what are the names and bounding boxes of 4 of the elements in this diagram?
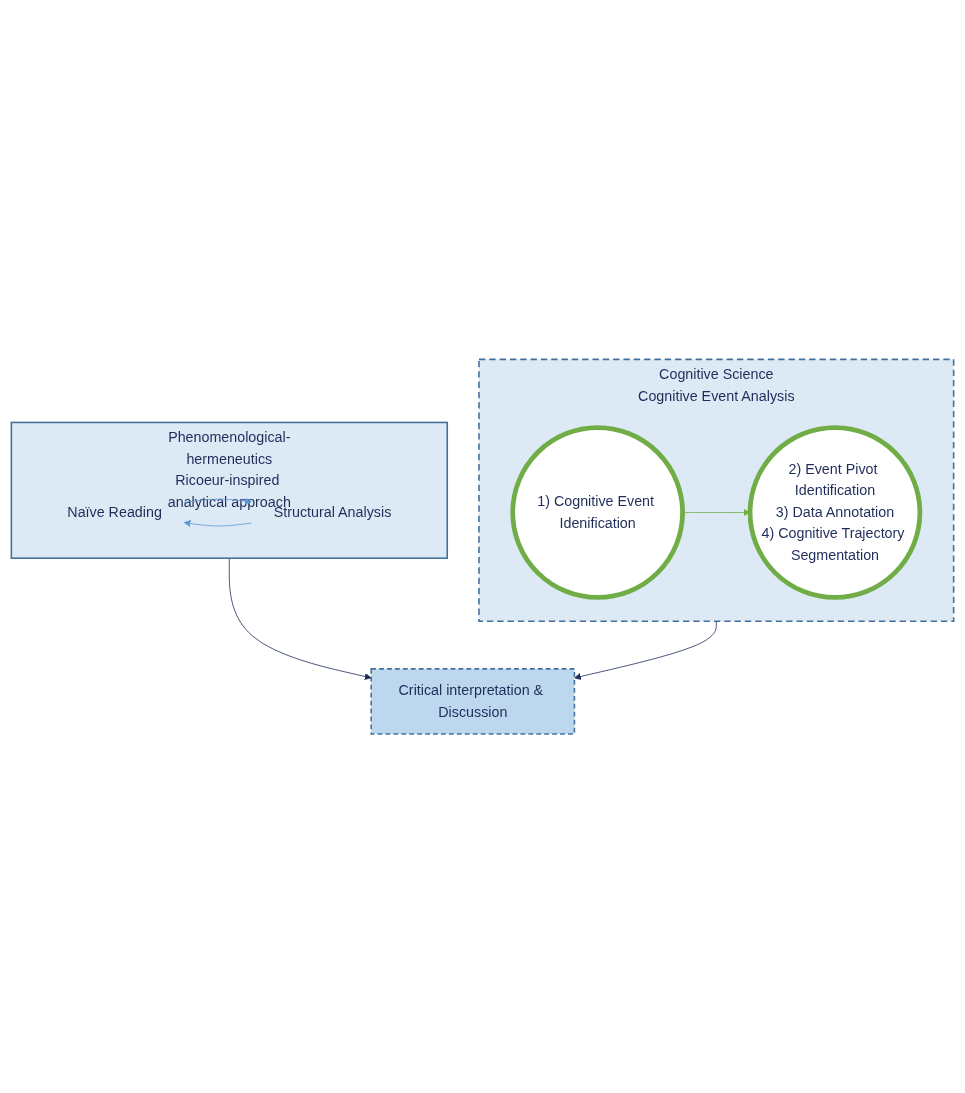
- node-circle: 1) Cognitive Event Idenification: [510, 425, 685, 600]
- node-box: Critical interpretation & Discussion: [370, 667, 576, 735]
- node-text: Naïve Reading: [67, 504, 162, 520]
- node-circle: 2) Event Pivot Identification 3) Data Annotation 4) Cognitive Trajectory Segmentation: [747, 425, 923, 600]
